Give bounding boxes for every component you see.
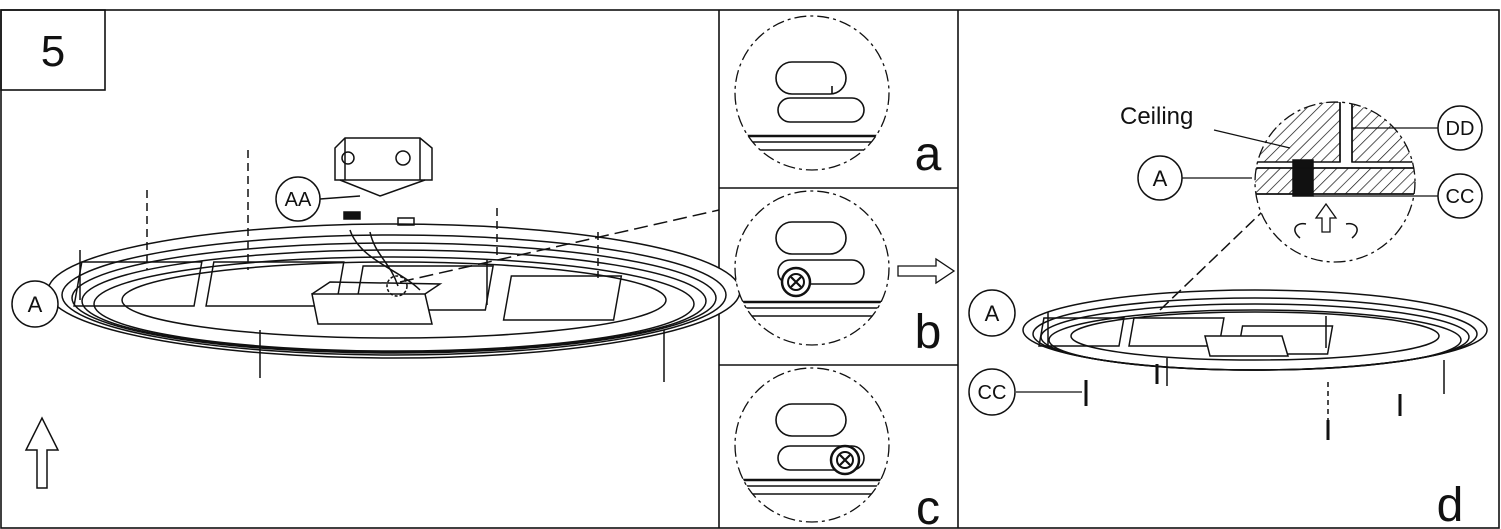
svg-text:A: A [1153,166,1168,191]
fixture-main [47,137,741,382]
fixture-installed [1022,211,1488,440]
screw-head-icon [780,266,812,298]
next-arrow-icon [897,257,956,285]
svg-text:CC: CC [978,382,1007,404]
ceiling-label: Ceiling [1120,103,1193,130]
detail-d-ceiling-section [1254,101,1416,263]
svg-text:AA: AA [285,189,312,211]
panel-frame [0,9,1500,529]
panel-label-d: d [1437,479,1464,529]
svg-text:A: A [985,301,1000,326]
callout-A-detail: A [1137,155,1252,201]
panel-label-c: c [916,482,940,529]
lift-arrow-icon [24,416,60,489]
callout-AA: AA [275,176,361,222]
callout-A-bottom: A [968,289,1016,337]
detail-c-keyhole [734,367,890,523]
svg-text:CC: CC [1446,186,1475,208]
screw-head-icon [829,444,861,476]
callout-A-left: A [11,280,59,328]
detail-b-keyhole [734,190,890,346]
callout-CC-screw: CC [968,368,1082,416]
callout-CC-detail: CC [1313,173,1483,219]
panel-label-b: b [915,306,942,359]
panel-label-a: a [915,128,942,181]
svg-text:DD: DD [1446,118,1475,140]
detail-a-keyhole [734,15,890,171]
svg-text:A: A [28,292,43,317]
step-number: 5 [41,27,65,76]
callout-DD: DD [1352,105,1483,151]
